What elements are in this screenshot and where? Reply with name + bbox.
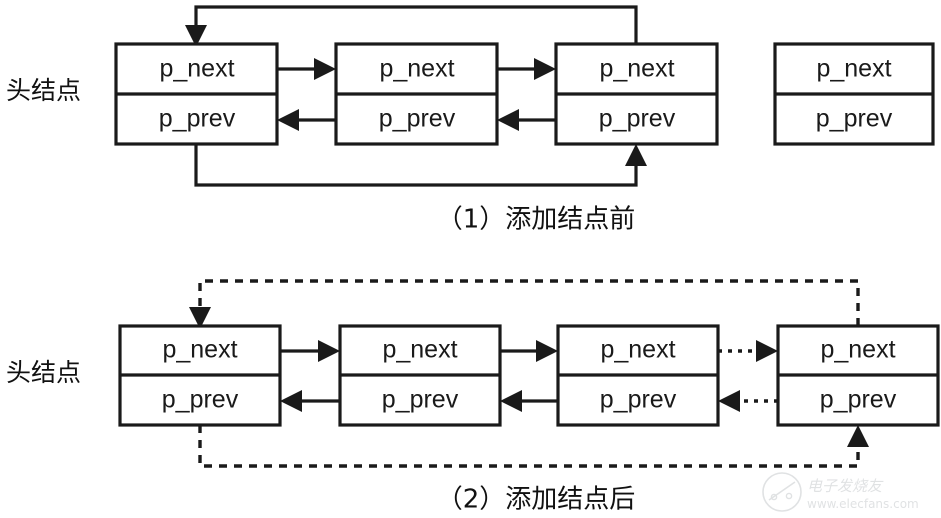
node-next-label: p_next xyxy=(820,336,895,364)
node-prev-label: p_prev xyxy=(162,386,239,414)
node-new-after: p_next p_prev xyxy=(776,324,940,427)
node-prev-label: p_prev xyxy=(159,105,236,133)
node-n2-before: p_next p_prev xyxy=(554,42,719,146)
head-node-label-before: 头结点 xyxy=(6,76,81,105)
prev-arrowhead-n2-n1-after xyxy=(500,390,522,412)
head-node-label-after: 头结点 xyxy=(6,358,81,387)
loop-prev-edge-after xyxy=(198,425,860,468)
node-new-detached-before: p_next p_prev xyxy=(773,42,935,146)
node-prev-label: p_prev xyxy=(820,386,897,414)
prev-arrowhead-new-n2-after xyxy=(718,390,740,412)
node-n2-after: p_next p_prev xyxy=(556,324,720,427)
node-next-label: p_next xyxy=(600,336,675,364)
node-prev-label: p_prev xyxy=(600,386,677,414)
node-next-label: p_next xyxy=(816,55,891,83)
next-arrowhead-n1-n2-after xyxy=(536,340,558,362)
node-n1-after: p_next p_prev xyxy=(338,324,502,427)
node-head-after: p_next p_prev xyxy=(118,324,282,427)
node-next-label: p_next xyxy=(599,55,674,83)
loop-next-edge-after xyxy=(198,279,860,326)
prev-arrowhead-n1-head-after xyxy=(280,390,302,412)
node-prev-label: p_prev xyxy=(379,105,456,133)
node-n1-before: p_next p_prev xyxy=(334,42,499,146)
loop-prev-edge-before xyxy=(194,144,638,187)
node-head-before: p_next p_prev xyxy=(114,42,279,146)
node-next-label: p_next xyxy=(159,55,234,83)
caption-after: （2）添加结点后 xyxy=(437,485,636,515)
node-prev-label: p_prev xyxy=(382,386,459,414)
loop-prev-arrowhead-after xyxy=(847,425,869,447)
loop-prev-arrowhead-before xyxy=(625,144,647,166)
node-next-label: p_next xyxy=(379,55,454,83)
node-prev-label: p_prev xyxy=(816,105,893,133)
prev-arrowhead-n2-n1-before xyxy=(497,109,519,131)
caption-before: （1）添加结点前 xyxy=(437,205,636,235)
next-arrowhead-head-n1-before xyxy=(314,58,336,80)
next-arrowhead-n1-n2-before xyxy=(534,58,556,80)
prev-arrowhead-n1-head-before xyxy=(277,109,299,131)
node-next-label: p_next xyxy=(382,336,457,364)
next-arrowhead-n2-new-after xyxy=(756,340,778,362)
diagram-after: p_next p_prev p_next p_prev xyxy=(6,279,940,515)
loop-next-arrowhead-after xyxy=(189,307,211,329)
next-arrowhead-head-n1-after xyxy=(318,340,340,362)
diagram-before: p_next p_prev p_next p_prev xyxy=(6,5,935,235)
loop-next-arrowhead-before xyxy=(185,25,207,47)
node-next-label: p_next xyxy=(162,336,237,364)
loop-next-edge-before xyxy=(194,5,638,44)
node-prev-label: p_prev xyxy=(599,105,676,133)
